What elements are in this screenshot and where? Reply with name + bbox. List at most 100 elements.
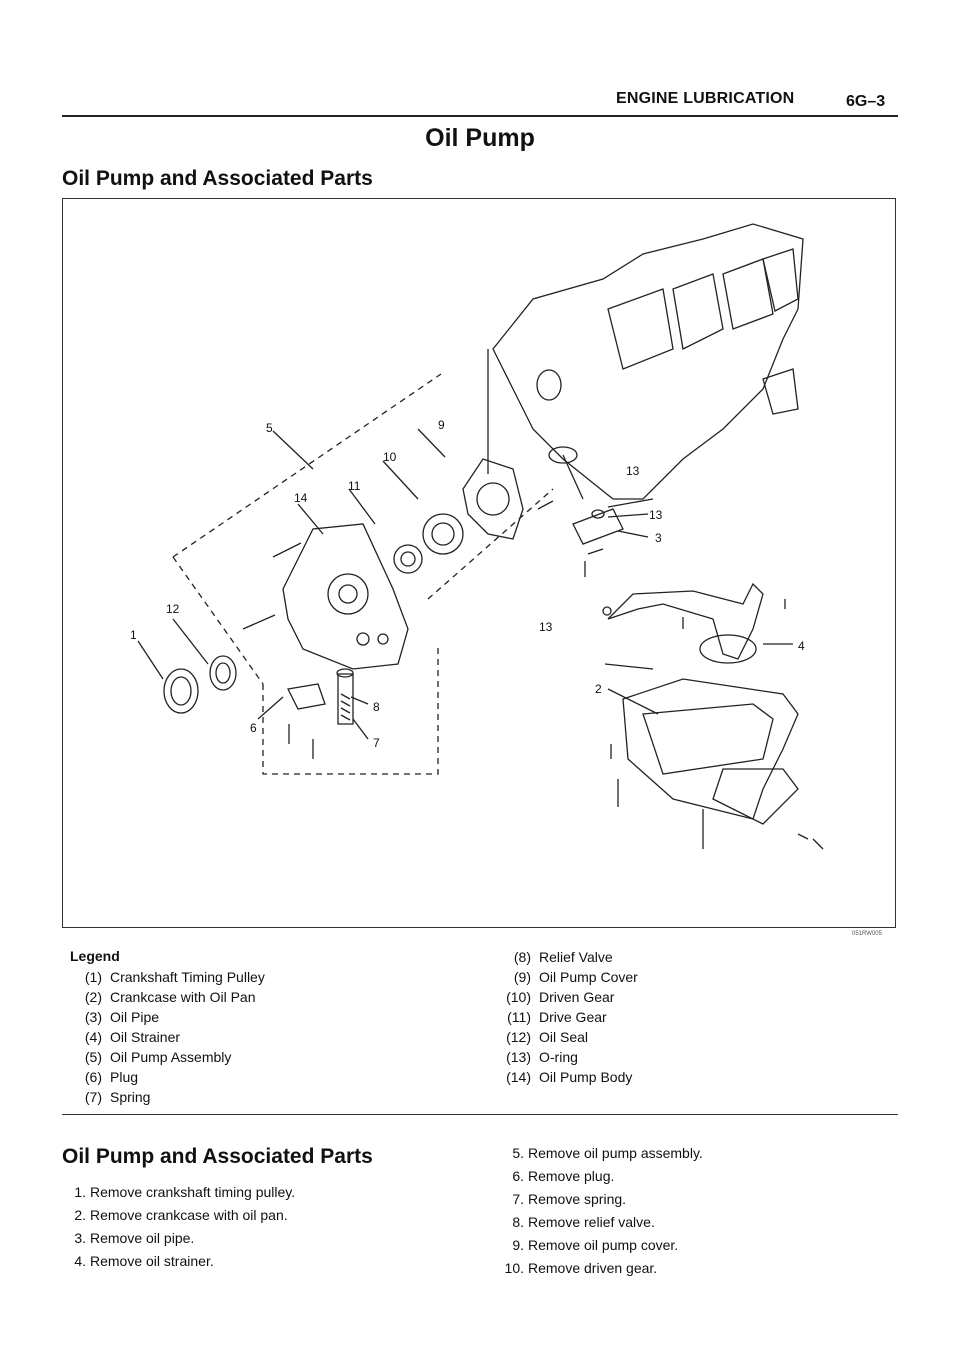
legend-item-number: (7): [84, 1089, 102, 1105]
step-text: Remove relief valve.: [528, 1214, 655, 1230]
procedure-step: 6.Remove plug.: [500, 1165, 703, 1188]
legend-item: (6) Plug: [62, 1067, 265, 1087]
legend-item-label: Oil Pipe: [110, 1009, 160, 1025]
legend-item-number: (12): [506, 1029, 531, 1045]
legend-item-number: (8): [513, 949, 531, 965]
procedure-step: 4.Remove oil strainer.: [62, 1250, 295, 1273]
legend-item-number: (14): [506, 1069, 531, 1085]
legend-list-right: (8) Relief Valve (9) Oil Pump Cover (10) Dr…: [491, 947, 638, 1087]
legend-item-number: (10): [506, 989, 531, 1005]
procedure-steps-left: 1.Remove crankshaft timing pulley. 2.Rem…: [62, 1181, 295, 1273]
callout-13-mid: 13: [649, 508, 663, 522]
legend-item-label: Plug: [110, 1069, 139, 1085]
legend-item: (4) Oil Strainer: [62, 1027, 265, 1047]
figure-code: 051RW005: [852, 931, 882, 937]
legend-item-number: (13): [506, 1049, 531, 1065]
legend-item-number: (11): [507, 1009, 531, 1025]
step-text: Remove crankshaft timing pulley.: [90, 1184, 296, 1200]
callout-12: 12: [166, 602, 180, 616]
step-number: 4.: [74, 1253, 86, 1269]
callout-13-bottom: 13: [539, 620, 553, 634]
legend-item: (10) Driven Gear: [491, 987, 638, 1007]
legend-item-number: (5): [84, 1049, 102, 1065]
page-title: Oil Pump: [425, 124, 535, 152]
legend-item-number: (6): [84, 1069, 102, 1085]
legend-item: (9) Oil Pump Cover: [491, 967, 638, 987]
exploded-view-illustration: 5 9 10 11 14 12 1 13 13 3 13 4 2 6 8 7: [130, 223, 824, 850]
legend-item-label: Oil Seal: [539, 1029, 589, 1045]
legend-item-label: Oil Pump Body: [539, 1069, 633, 1085]
step-text: Remove driven gear.: [528, 1260, 658, 1276]
step-text: Remove crankcase with oil pan.: [90, 1207, 288, 1223]
step-text: Remove oil strainer.: [90, 1253, 214, 1269]
procedure-title: Oil Pump and Associated Parts: [62, 1145, 373, 1168]
legend-item-number: (1): [84, 969, 102, 985]
step-number: 6.: [512, 1168, 524, 1184]
legend-item-label: Oil Pump Cover: [539, 969, 638, 985]
callout-7: 7: [373, 736, 380, 750]
legend-item-label: Spring: [110, 1089, 151, 1105]
legend-item-label: Oil Pump Assembly: [110, 1049, 232, 1065]
legend-title: Legend: [70, 948, 120, 964]
procedure-step: 2.Remove crankcase with oil pan.: [62, 1204, 295, 1227]
step-text: Remove spring.: [528, 1191, 627, 1207]
legend-item-number: (9): [513, 969, 531, 985]
step-number: 3.: [74, 1230, 86, 1246]
legend-item-label: Driven Gear: [539, 989, 615, 1005]
step-text: Remove oil pipe.: [90, 1230, 195, 1246]
callout-8: 8: [373, 700, 380, 714]
legend-item-number: (3): [84, 1009, 102, 1025]
legend-item-label: Crankshaft Timing Pulley: [110, 969, 265, 985]
legend-item: (5) Oil Pump Assembly: [62, 1047, 265, 1067]
callout-3: 3: [655, 531, 662, 545]
legend-item-label: O-ring: [539, 1049, 578, 1065]
legend-item: (13) O-ring: [491, 1047, 638, 1067]
step-text: Remove oil pump cover.: [528, 1237, 679, 1253]
procedure-step: 5.Remove oil pump assembly.: [500, 1142, 703, 1165]
step-number: 8.: [512, 1214, 524, 1230]
legend-item: (12) Oil Seal: [491, 1027, 638, 1047]
procedure-step: 8.Remove relief valve.: [500, 1211, 703, 1234]
legend-item: (14) Oil Pump Body: [491, 1067, 638, 1087]
step-text: Remove plug.: [528, 1168, 615, 1184]
legend-item: (8) Relief Valve: [491, 947, 638, 967]
legend-item-label: Oil Strainer: [110, 1029, 181, 1045]
exploded-view-figure: 5 9 10 11 14 12 1 13 13 3 13 4 2 6 8 7: [62, 198, 896, 928]
legend-item: (2) Crankcase with Oil Pan: [62, 987, 265, 1007]
legend-item: (7) Spring: [62, 1087, 265, 1107]
legend-item-number: (4): [84, 1029, 102, 1045]
header-divider: [62, 115, 898, 117]
callout-11: 11: [348, 479, 361, 493]
callout-2: 2: [595, 682, 602, 696]
step-text: Remove oil pump assembly.: [528, 1145, 703, 1161]
legend-item-label: Crankcase with Oil Pan: [110, 989, 256, 1005]
step-number: 7.: [512, 1191, 524, 1207]
callout-1: 1: [130, 628, 137, 642]
callout-13-top: 13: [626, 464, 640, 478]
legend-item-label: Drive Gear: [539, 1009, 607, 1025]
header-section-title: ENGINE LUBRICATION: [616, 90, 795, 107]
callout-5: 5: [266, 421, 273, 435]
legend-item: (3) Oil Pipe: [62, 1007, 265, 1027]
header-page-number: 6G–3: [846, 93, 886, 110]
step-number: 2.: [74, 1207, 86, 1223]
step-number: 9.: [512, 1237, 524, 1253]
step-number: 5.: [512, 1145, 524, 1161]
procedure-step: 10.Remove driven gear.: [500, 1257, 703, 1280]
legend-item-label: Relief Valve: [539, 949, 613, 965]
callout-6: 6: [250, 721, 257, 735]
procedure-step: 1.Remove crankshaft timing pulley.: [62, 1181, 295, 1204]
callout-4: 4: [798, 639, 805, 653]
callout-9: 9: [438, 418, 445, 432]
procedure-step: 9.Remove oil pump cover.: [500, 1234, 703, 1257]
procedure-step: 7.Remove spring.: [500, 1188, 703, 1211]
step-number: 10.: [504, 1260, 524, 1276]
figure-section-title: Oil Pump and Associated Parts: [62, 167, 373, 190]
legend-item: (11) Drive Gear: [491, 1007, 638, 1027]
procedure-step: 3.Remove oil pipe.: [62, 1227, 295, 1250]
callout-10: 10: [383, 450, 397, 464]
legend-divider: [62, 1114, 898, 1115]
legend-item-number: (2): [84, 989, 102, 1005]
legend-list-left: (1) Crankshaft Timing Pulley (2) Crankcase…: [62, 967, 265, 1107]
procedure-steps-right: 5.Remove oil pump assembly. 6.Remove plu…: [500, 1142, 703, 1280]
